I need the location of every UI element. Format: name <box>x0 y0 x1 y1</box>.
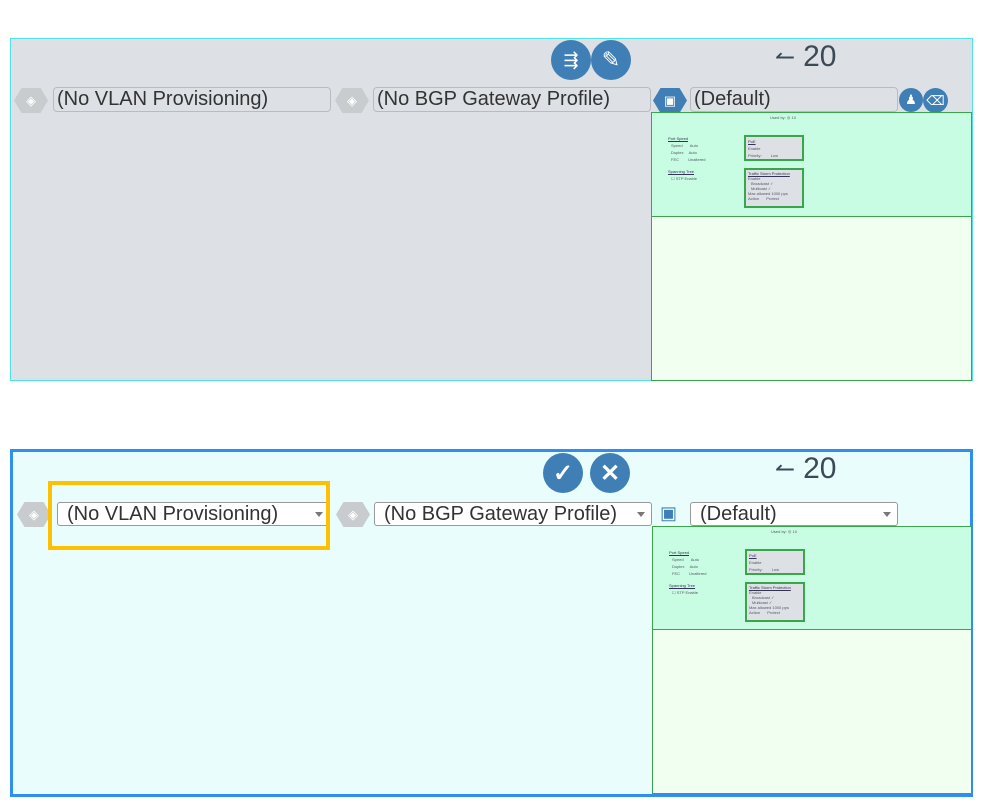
used-by-value: 10 <box>792 529 797 534</box>
multicast-label: Multicast <box>752 600 768 605</box>
storm-heading: Traffic Storm Protection <box>748 171 790 176</box>
preview-summary: Used by: ◎ 10 Port Speed Speed Auto Dupl… <box>651 112 972 217</box>
speed-label: Speed <box>671 143 683 148</box>
storm-heading: Traffic Storm Protection <box>749 585 791 590</box>
port-count: ↼20 <box>775 452 836 486</box>
preview-summary: Used by: ◎ 10 Port Speed Speed Auto Dupl… <box>652 526 972 630</box>
x-icon: ✕ <box>599 459 621 487</box>
storm-enable-label: Enable <box>749 590 762 595</box>
used-by-value: 10 <box>791 115 796 120</box>
stp-enable-label: STP Enable <box>675 176 697 181</box>
pencil-icon: ✎ <box>601 47 621 72</box>
port-speed-heading: Port Speed <box>668 136 689 141</box>
swap-arrow-icon: ↼ <box>775 455 796 483</box>
spanning-tree-heading: Spanning Tree <box>668 169 695 174</box>
multicast-label: Multicast <box>751 186 767 191</box>
priority-label: Priority: <box>748 153 762 158</box>
duplex-value: Auto <box>688 150 697 155</box>
vlan-icon: ◈ <box>14 88 48 113</box>
count-value: 20 <box>803 452 837 485</box>
bgp-icon: ◈ <box>336 502 370 527</box>
bgp-icon: ◈ <box>335 88 369 113</box>
priority-label: Priority: <box>749 567 763 572</box>
fec-label: FEC <box>672 571 680 576</box>
bgp-value: (No BGP Gateway Profile) <box>384 503 618 525</box>
chevron-down-icon <box>315 512 323 517</box>
spanning-tree-heading: Spanning Tree <box>669 583 696 588</box>
poe-heading: PoE <box>749 553 757 558</box>
used-by-label: Used by: <box>770 115 786 120</box>
action-label: Action <box>749 610 761 615</box>
fec-value: Unaltered <box>689 571 707 576</box>
priority-value: Low <box>770 153 779 158</box>
bgp-select[interactable]: (No BGP Gateway Profile) <box>374 502 652 526</box>
vlan-select[interactable]: (No VLAN Provisioning) <box>57 502 330 526</box>
check-icon: ✓ <box>552 459 574 487</box>
fec-value: Unaltered <box>688 157 706 162</box>
broadcast-label: Broadcast <box>752 595 771 600</box>
swap-arrow-icon: ↼ <box>775 43 796 71</box>
port-count: ↼20 <box>775 40 836 74</box>
max-unit: pps <box>781 191 788 196</box>
max-label: Max allowed <box>749 605 772 610</box>
max-value: 1000 <box>771 191 781 196</box>
max-value: 1000 <box>772 605 782 610</box>
highlight-box <box>48 481 330 550</box>
port-profile-icon: ▣ <box>653 88 687 113</box>
duplex-label: Duplex <box>672 564 685 569</box>
action-value: Protect <box>766 196 779 201</box>
port-speed-heading: Port Speed <box>669 550 690 555</box>
confirm-button[interactable]: ✓ <box>543 453 583 493</box>
vlan-value: (No VLAN Provisioning) <box>67 503 279 525</box>
speed-label: Speed <box>672 557 684 562</box>
port-profile-select[interactable]: (Default) <box>690 502 898 526</box>
stp-enable-label: STP Enable <box>676 590 698 595</box>
add-merge-button[interactable]: ⇶ <box>551 40 591 80</box>
priority-value: Low <box>771 567 780 572</box>
stamp-icon[interactable]: ♟ <box>899 88 923 112</box>
speed-value: Auto <box>690 557 699 562</box>
vlan-field: (No VLAN Provisioning) <box>53 87 331 112</box>
poe-enable-label: Enable <box>748 146 761 151</box>
used-by-label: Used by: <box>771 529 787 534</box>
speed-value: Auto <box>689 143 698 148</box>
eraser-icon[interactable]: ⌫ <box>923 88 948 113</box>
fec-label: FEC <box>671 157 679 162</box>
max-label: Max allowed <box>748 191 771 196</box>
poe-enable-label: Enable <box>749 560 762 565</box>
chevron-down-icon <box>883 512 891 517</box>
vlan-icon: ◈ <box>17 502 51 527</box>
duplex-label: Duplex <box>671 150 684 155</box>
cancel-button[interactable]: ✕ <box>590 453 630 493</box>
action-label: Action <box>748 196 760 201</box>
max-unit: pps <box>782 605 789 610</box>
port-profile-icon: ▣ <box>660 503 678 523</box>
broadcast-label: Broadcast <box>751 181 770 186</box>
duplex-value: Auto <box>689 564 698 569</box>
port-profile-field: (Default) <box>690 87 898 112</box>
storm-enable-label: Enable <box>748 176 761 181</box>
chevron-down-icon <box>637 512 645 517</box>
edit-button[interactable]: ✎ <box>591 40 631 80</box>
merge-plus-icon: ⇶ <box>563 49 579 70</box>
count-value: 20 <box>803 40 837 73</box>
poe-heading: PoE <box>748 139 756 144</box>
bgp-field: (No BGP Gateway Profile) <box>373 87 651 112</box>
action-value: Protect <box>767 610 780 615</box>
port-profile-value: (Default) <box>700 503 777 525</box>
